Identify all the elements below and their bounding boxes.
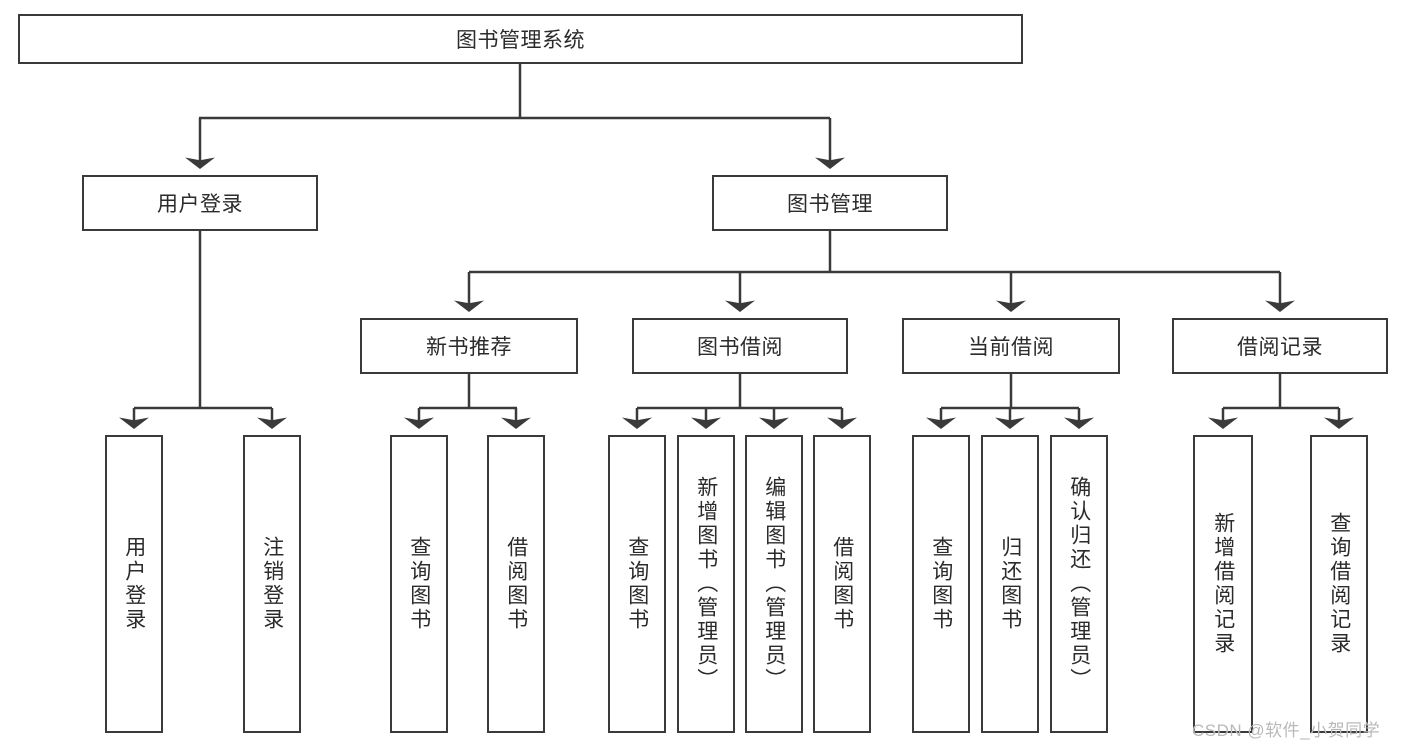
node-leaf-7[interactable]: 借阅图书: [813, 435, 871, 733]
node-leaf-4-label: 查询图书: [625, 536, 649, 632]
node-level2-3[interactable]: 借阅记录: [1172, 318, 1388, 374]
node-leaf-11-label: 新增借阅记录: [1211, 512, 1235, 656]
node-leaf-2[interactable]: 查询图书: [390, 435, 448, 733]
node-root-system[interactable]: 图书管理系统: [18, 14, 1023, 64]
node-level2-2[interactable]: 当前借阅: [902, 318, 1120, 374]
node-leaf-8-label: 查询图书: [929, 536, 953, 632]
node-leaf-3[interactable]: 借阅图书: [487, 435, 545, 733]
node-level2-1-label: 图书借阅: [697, 336, 783, 359]
node-leaf-0-label: 用户登录: [122, 536, 146, 632]
node-level2-1[interactable]: 图书借阅: [632, 318, 848, 374]
node-level2-2-label: 当前借阅: [968, 336, 1054, 359]
node-leaf-10-label: 确认归还（管理员）: [1067, 476, 1091, 692]
node-leaf-0[interactable]: 用户登录: [105, 435, 163, 733]
node-leaf-10[interactable]: 确认归还（管理员）: [1050, 435, 1108, 733]
node-leaf-6[interactable]: 编辑图书（管理员）: [745, 435, 803, 733]
node-leaf-2-label: 查询图书: [407, 536, 431, 632]
node-leaf-5[interactable]: 新增图书（管理员）: [677, 435, 735, 733]
node-leaf-6-label: 编辑图书（管理员）: [762, 476, 786, 692]
node-level2-0[interactable]: 新书推荐: [360, 318, 578, 374]
node-level1-1[interactable]: 图书管理: [712, 175, 948, 231]
node-leaf-1[interactable]: 注销登录: [243, 435, 301, 733]
node-leaf-1-label: 注销登录: [260, 536, 284, 632]
node-level2-3-label: 借阅记录: [1237, 336, 1323, 359]
node-level2-0-label: 新书推荐: [426, 336, 512, 359]
node-level1-0-label: 用户登录: [157, 193, 243, 216]
node-level1-0[interactable]: 用户登录: [82, 175, 318, 231]
node-leaf-4[interactable]: 查询图书: [608, 435, 666, 733]
node-leaf-11[interactable]: 新增借阅记录: [1193, 435, 1253, 733]
node-root-system-label: 图书管理系统: [456, 29, 585, 52]
node-leaf-9[interactable]: 归还图书: [981, 435, 1039, 733]
watermark-text: CSDN @软件_小贺同学: [1192, 721, 1381, 740]
node-level1-1-label: 图书管理: [787, 193, 873, 216]
node-leaf-5-label: 新增图书（管理员）: [694, 476, 718, 692]
node-leaf-12-label: 查询借阅记录: [1327, 512, 1351, 656]
node-leaf-8[interactable]: 查询图书: [912, 435, 970, 733]
node-leaf-12[interactable]: 查询借阅记录: [1310, 435, 1368, 733]
node-leaf-9-label: 归还图书: [998, 536, 1022, 632]
node-leaf-3-label: 借阅图书: [504, 536, 528, 632]
node-leaf-7-label: 借阅图书: [830, 536, 854, 632]
